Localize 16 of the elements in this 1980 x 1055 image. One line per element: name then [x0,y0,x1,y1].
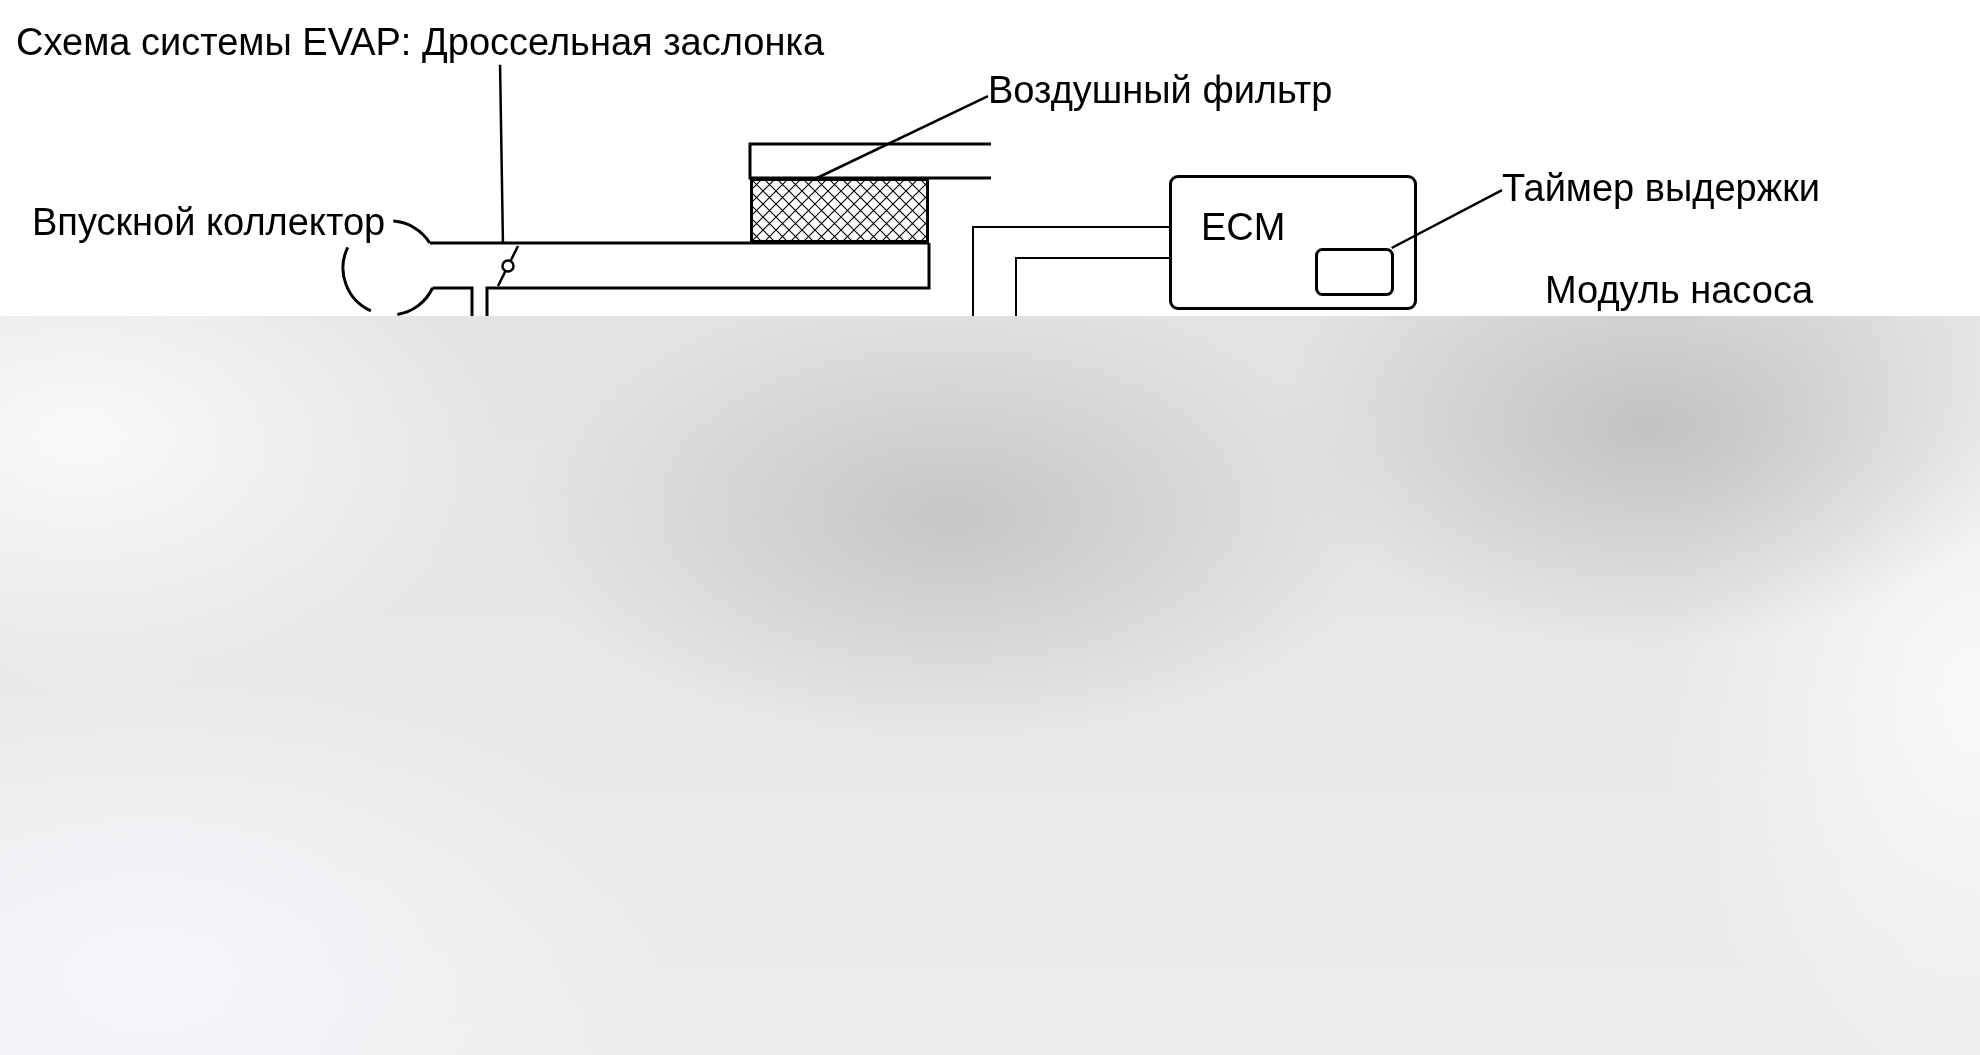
wire [972,226,1170,317]
air-filter-element [750,178,929,243]
diagram-title: Схема системы EVAP: [16,21,412,65]
node-label: ECM [1201,206,1286,250]
wire [1015,257,1170,317]
ecm-box [1169,175,1417,310]
callout-label: Воздушный фильтр [988,69,1333,113]
part-label: Модуль насоса [1545,269,1814,313]
timer-box [1315,248,1394,296]
leader-line [816,94,989,180]
leader-line [498,64,505,245]
throttle-valve [494,244,522,288]
leader-line [1391,189,1503,250]
callout-label: Таймер выдержки [1502,167,1821,211]
part-label: Впускной коллектор [32,201,386,245]
callout-label: Дроссельная заслонка [422,21,824,65]
